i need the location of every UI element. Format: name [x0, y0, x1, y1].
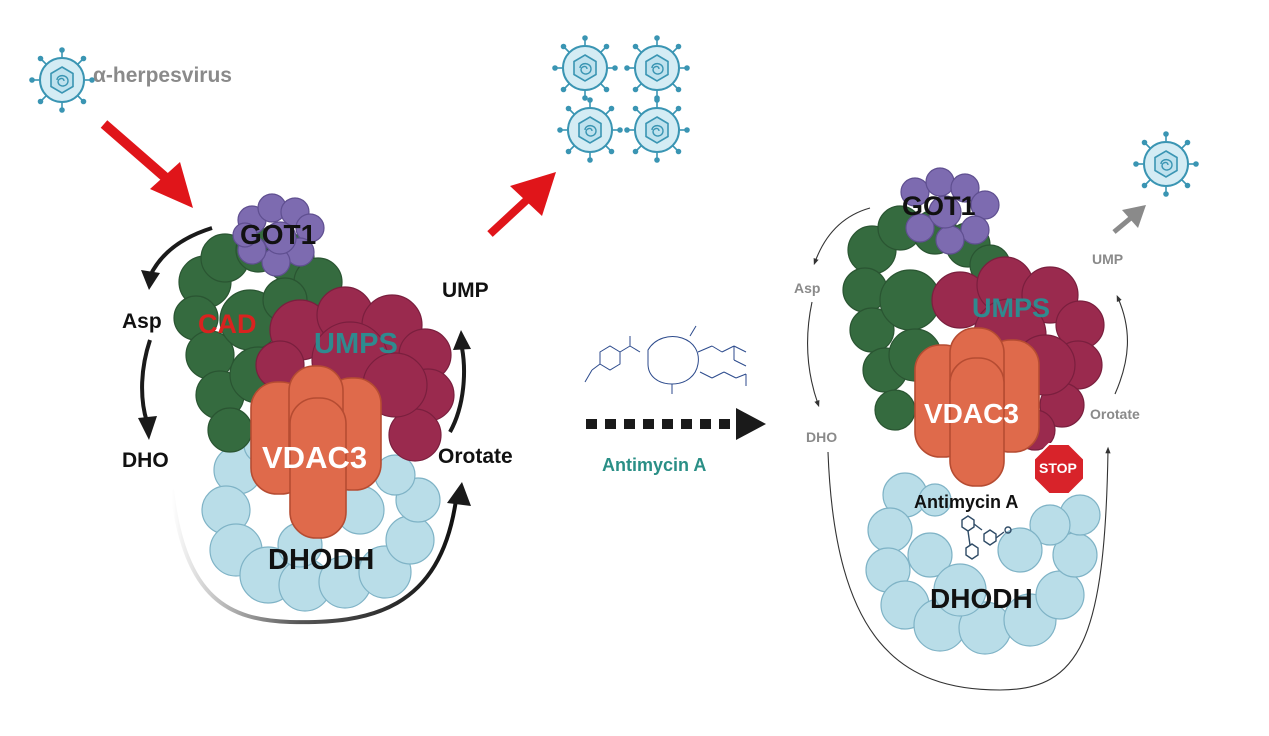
ump-label-right: UMP — [1092, 251, 1124, 267]
got1-protein-right — [900, 167, 1000, 255]
virus-label: α-herpesvirus — [93, 64, 232, 87]
arrow-dho-to-orotate — [170, 489, 458, 625]
dho-label-right: DHO — [806, 429, 838, 445]
dashed-transition-arrow — [586, 408, 766, 440]
stop-sign-icon — [1033, 443, 1085, 495]
virus-icon-released — [1133, 131, 1199, 197]
dhodh-label-left: DHODH — [268, 544, 375, 576]
dho-label-left: DHO — [122, 449, 169, 472]
virus-icon-progeny-2 — [624, 35, 690, 101]
got1-protein-left — [232, 193, 325, 277]
umps-label-right: UMPS — [972, 293, 1051, 323]
inhibitor-label: Antimycin A — [914, 492, 1019, 512]
orotate-label-right: Orotate — [1090, 406, 1140, 422]
arrow-got1-to-asp — [148, 226, 213, 277]
pathway-arrows-left — [138, 226, 471, 625]
vdac3-label-left: VDAC3 — [262, 440, 368, 475]
got1-label-right: GOT1 — [902, 191, 976, 221]
vdac3-label-right: VDAC3 — [924, 398, 1019, 429]
umps-label-left: UMPS — [314, 328, 398, 360]
red-arrow-infection — [100, 120, 193, 208]
inhibitor-molecule-icon — [961, 515, 1012, 560]
vdac3-protein-left — [250, 365, 382, 539]
dhodh-label-right: DHODH — [930, 583, 1033, 614]
red-arrow-release — [487, 172, 556, 237]
dhodh-protein-right — [865, 472, 1101, 655]
virus-icon-progeny-3 — [557, 97, 623, 163]
arrow-orotate-to-ump — [448, 347, 467, 433]
ump-label-left: UMP — [442, 279, 489, 302]
antimycin-structure-icon — [584, 325, 747, 394]
got1-label-left: GOT1 — [240, 219, 317, 250]
arrow-asp-to-dho — [140, 339, 152, 423]
umps-protein-left — [255, 286, 455, 462]
asp-label-right: Asp — [794, 280, 821, 296]
cad-label: CAD — [198, 309, 257, 339]
virus-icon-progeny-4 — [624, 97, 690, 163]
vdac3-protein-right — [914, 327, 1040, 487]
stop-label: STOP — [1039, 460, 1077, 476]
gray-arrow-release — [1112, 205, 1146, 234]
virus-icon-progeny-1 — [552, 35, 618, 101]
pathway-arrows-right — [807, 207, 1129, 691]
orotate-label-left: Orotate — [438, 445, 513, 468]
drug-label: Antimycin A — [602, 455, 707, 475]
asp-label-left: Asp — [122, 310, 162, 333]
virus-icon-incoming — [29, 47, 95, 113]
